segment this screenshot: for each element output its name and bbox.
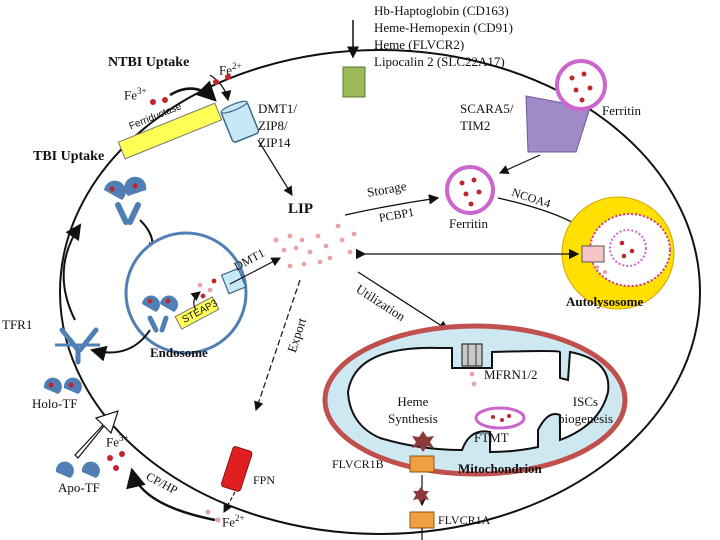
ferritin-cytosol-icon (445, 165, 495, 215)
apo-tf-icons (55, 461, 100, 478)
flvcr1b-label: FLVCR1B (332, 457, 384, 471)
endosome-vesicle (124, 231, 248, 355)
fe-reduction-curl (209, 74, 232, 102)
tfr1-recycle-arrow (62, 223, 82, 321)
autolysosome-icon (561, 196, 675, 310)
endosome-recycle-arrow (90, 329, 151, 362)
tfr1-receptor (55, 327, 100, 365)
storage-arrow (344, 194, 440, 216)
utilization-arrow (357, 271, 450, 331)
export-arrow (254, 279, 301, 412)
apo-to-holo-hollow-arrow (74, 410, 119, 459)
endosome-receptors (142, 295, 178, 333)
fpn-label: FPN (253, 473, 276, 487)
ferriductase-enzyme (117, 102, 223, 160)
fpn-to-fe2-arrow (223, 491, 236, 514)
heme-synthesis-label: Heme Synthesis (388, 394, 438, 426)
ntbi-title: NTBI Uptake (108, 55, 190, 70)
fe2-bottom-charge: 2+ (235, 513, 245, 523)
receptor-heme-hx: Heme-Hemopexin (CD91) (374, 20, 513, 35)
heme-star-icon (412, 431, 434, 452)
receptor-list: Hb-Haptoglobin (CD163) Heme-Hemopexin (C… (374, 2, 513, 70)
receptor-green-block (342, 66, 366, 98)
mitochondrion-cristae (346, 346, 610, 454)
dmt1-transporter-membrane (220, 100, 260, 143)
endosome-to-lip-arrow (229, 257, 282, 285)
fe3-to-fe2-arrow (169, 80, 217, 102)
receptor-heme-flvcr2: Heme (FLVCR2) (374, 37, 465, 52)
steap3-enzyme (174, 296, 220, 330)
ftmt-icon (474, 406, 526, 430)
tfr1-holo-tf-membrane (104, 176, 147, 225)
ntbi-fe2-charge: 2+ (232, 61, 242, 71)
holo-tf-label: Holo-TF (32, 396, 78, 411)
ferritin-mid-label: Ferritin (449, 216, 488, 231)
dmt1-zip-label: DMT1/ ZIP8/ ZIP14 (258, 101, 297, 150)
cell-membrane (59, 49, 701, 535)
endosome-label: Endosome (150, 345, 208, 360)
mfrn-transporter (461, 343, 483, 367)
ntbi-fe2-label: Fe2+ (219, 61, 242, 78)
labile-iron-pool-dots (273, 223, 357, 269)
ntbi-fe3-label: Fe3+ (124, 86, 147, 103)
lip-label: LIP (288, 201, 314, 217)
dmt1-to-lip-arrow (257, 139, 293, 197)
fe3-bottom-symbol: Fe (106, 434, 119, 450)
scara-to-ferritin-arrow (498, 154, 541, 174)
autolysosome-label: Autolysosome (566, 294, 644, 309)
receptor-lipocalin: Lipocalin 2 (SLC22A17) (374, 54, 505, 69)
flvcr1a-label: FLVCR1A (438, 513, 491, 527)
steap3-reduction-arrow (190, 291, 201, 311)
fe3-bottom-charge: 3+ (119, 433, 129, 443)
fe3-bottom-label: Fe3+ (106, 433, 129, 450)
apo-tf-label: Apo-TF (58, 480, 100, 495)
flvcr1b-transporter (409, 455, 435, 473)
ftmt-label: FTMT (474, 430, 509, 445)
ntbi-fe3-charge: 3+ (137, 86, 147, 96)
flvcr1a-transporter (409, 511, 435, 529)
mitochondrion-label: Mitochondrion (458, 461, 542, 476)
tfr1-label: TFR1 (2, 317, 33, 332)
holo-tf-icons (43, 377, 82, 394)
ferritin-extracellular-icon (555, 59, 607, 111)
receptor-hb-hp: Hb-Haptoglobin (CD163) (374, 3, 509, 18)
ferroportin-fpn (220, 446, 253, 492)
scara-label: SCARA5/ TIM2 (460, 101, 514, 133)
heme-star-2-icon (413, 487, 429, 503)
tbi-title: TBI Uptake (33, 149, 105, 164)
mfrn-label: MFRN1/2 (484, 367, 538, 382)
iscs-label: ISCs biogenesis (558, 394, 613, 426)
ntbi-fe2-symbol: Fe (219, 62, 232, 78)
fe2-bottom-label: Fe2+ (222, 513, 245, 530)
ferritin-top-label: Ferritin (602, 103, 641, 118)
fe2-bottom-symbol: Fe (222, 514, 235, 530)
ntbi-fe3-symbol: Fe (124, 87, 137, 103)
cp-hp-oxidation-arrow (126, 467, 216, 522)
